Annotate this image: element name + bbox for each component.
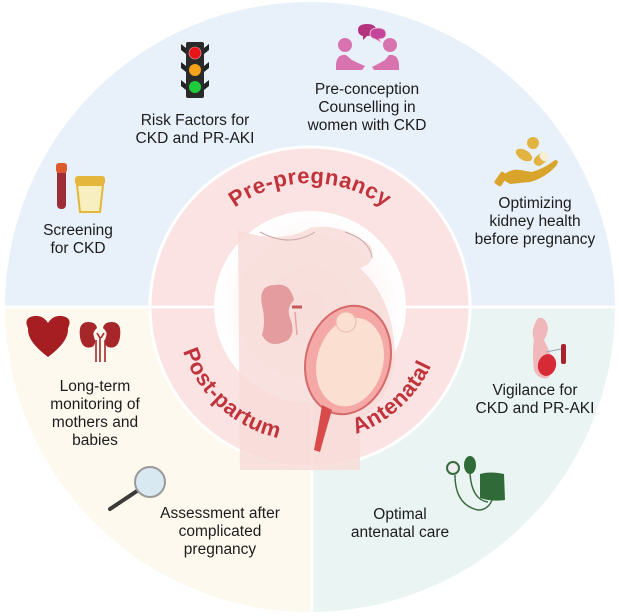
label-vigilance-ckd: Vigilance for CKD and PR-AKI <box>475 382 595 417</box>
label-screening-for-ckd: Screening for CKD <box>43 222 113 257</box>
label-assessment-after-pregnancy: Assessment after complicated pregnancy <box>160 505 280 558</box>
pregnant-woman-blood-sample-icon <box>532 317 566 379</box>
label-risk-factors: Risk Factors for CKD and PR-AKI <box>135 112 255 147</box>
hand-pills-icon <box>494 137 558 187</box>
blood-pressure-cuff-icon <box>446 456 505 511</box>
fetus-shape <box>316 317 384 407</box>
label-long-term-monitoring: Long-term monitoring of mothers and babi… <box>50 378 140 449</box>
label-optimal-antenatal-care: Optimal antenatal care <box>350 506 450 541</box>
heart-kidneys-icon <box>26 315 121 362</box>
traffic-light-icon <box>181 42 209 98</box>
label-pre-conception-counselling: Pre-conception Counselling in women with… <box>307 81 427 134</box>
label-optimizing-kidney-health: Optimizing kidney health before pregnanc… <box>474 195 596 248</box>
blood-tube-urine-cup-icon <box>56 163 105 213</box>
counselling-people-icon <box>336 24 399 70</box>
kidney-shape <box>261 284 294 344</box>
pregnant-woman-kidney-fetus-illustration <box>238 226 395 470</box>
magnifying-glass-icon <box>108 466 166 511</box>
